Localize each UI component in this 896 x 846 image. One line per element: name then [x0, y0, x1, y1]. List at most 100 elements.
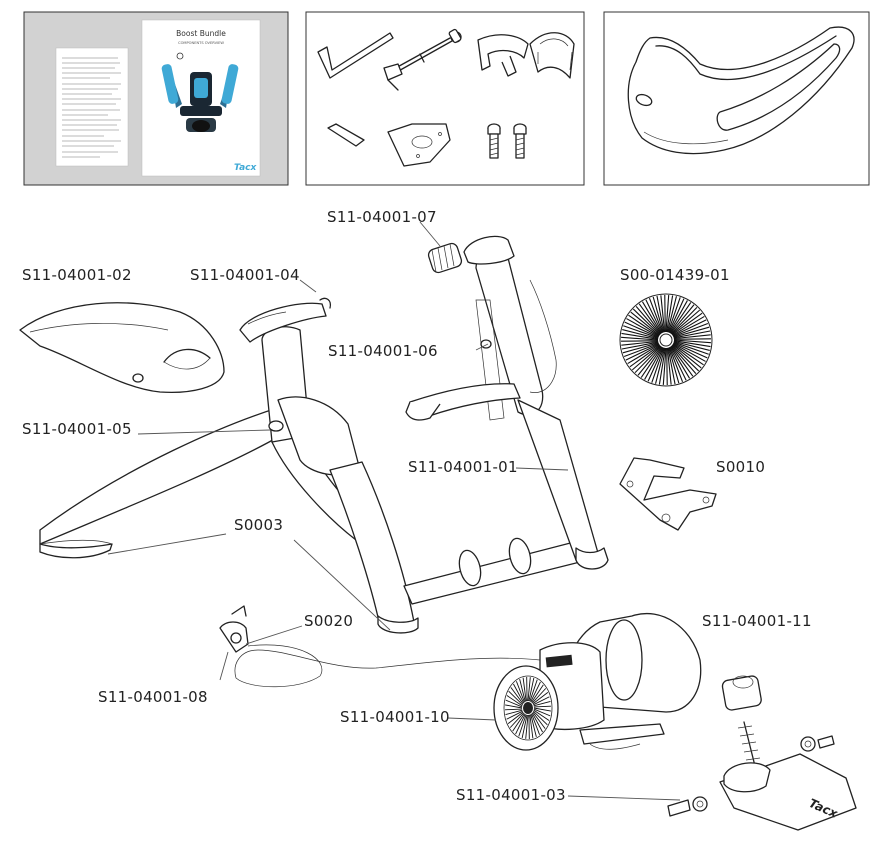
fan-spoke	[665, 295, 670, 333]
mounting-bracket	[619, 457, 717, 531]
roller-spoke	[530, 714, 537, 737]
roller-spoke	[533, 708, 551, 717]
rubber-bumper-icon	[627, 26, 855, 155]
fan-spoke	[635, 305, 661, 335]
fan-spoke	[673, 322, 709, 338]
fan-spoke	[631, 345, 661, 371]
fan-spoke	[621, 340, 659, 346]
fan-spoke	[626, 318, 660, 338]
fan-spoke	[670, 304, 695, 334]
fan-spoke	[671, 345, 697, 375]
fan-spoke	[667, 297, 681, 333]
roller-spoke	[533, 705, 551, 708]
roller-spoke	[533, 709, 550, 721]
fan-spoke	[644, 346, 664, 380]
roller-spoke	[531, 713, 541, 735]
roller-spoke	[509, 712, 525, 728]
fan-spoke	[624, 321, 659, 338]
manual-brand: Tacx	[234, 163, 257, 173]
fan-spoke	[673, 326, 710, 338]
fan-spoke	[666, 295, 674, 333]
resistance-cable	[219, 605, 597, 688]
fan-spoke	[630, 311, 660, 336]
roller-spoke	[527, 677, 531, 702]
roller-spoke	[505, 704, 523, 709]
roller-spoke	[529, 679, 538, 702]
roller-spoke	[531, 688, 547, 704]
label-s11-04001-02: S11-04001-02	[22, 266, 132, 284]
fan-spoke	[621, 340, 659, 342]
roller-spoke	[533, 696, 550, 706]
quick-release-skewer-icon	[383, 28, 462, 91]
fan-spoke	[621, 341, 659, 350]
label-s11-04001-10: S11-04001-10	[340, 708, 450, 726]
fan-spoke	[671, 344, 700, 372]
leader-lines	[107, 221, 681, 801]
roller-spoke	[531, 712, 543, 733]
fan-spoke	[623, 325, 659, 339]
adhesive-pad-icon	[327, 123, 365, 147]
roller-spoke	[506, 710, 523, 720]
roller-spoke	[513, 683, 525, 704]
fan-spoke	[668, 347, 680, 384]
fan-spoke	[664, 295, 666, 333]
roller-spoke	[518, 714, 527, 737]
fan-spoke	[658, 347, 666, 385]
fan-spoke	[669, 302, 692, 334]
fan-spoke	[629, 344, 661, 368]
label-s0003: S0003	[234, 516, 283, 534]
roller-spoke	[515, 681, 525, 703]
fan-spoke	[673, 339, 711, 344]
fan-spoke	[673, 338, 711, 340]
bolts-icon	[487, 123, 527, 159]
fan-spoke	[641, 301, 662, 334]
trainer-frame	[39, 235, 609, 634]
fan-spoke	[634, 345, 662, 374]
label-s11-04001-07: S11-04001-07	[327, 208, 437, 226]
roller-spoke	[521, 714, 528, 739]
roller-spoke	[505, 709, 523, 716]
fan-spoke	[671, 309, 701, 335]
roller-spoke	[505, 699, 523, 708]
fan-spoke	[670, 306, 698, 335]
label-s11-04001-06: S11-04001-06	[328, 342, 438, 360]
fan-spoke	[666, 296, 677, 333]
label-s11-04001-08: S11-04001-08	[98, 688, 208, 706]
fan-spoke	[652, 296, 664, 333]
roller-spoke	[533, 700, 551, 707]
cover-plate-icon	[387, 123, 451, 167]
manual-title: Boost Bundle	[176, 29, 226, 38]
fan-spoke	[668, 300, 688, 334]
fan-spoke	[621, 336, 659, 341]
fan-spoke	[638, 303, 662, 335]
allen-key-icon	[317, 32, 394, 79]
fan-spoke	[627, 344, 660, 365]
roller-spoke	[508, 690, 523, 706]
manual-back-page	[55, 47, 129, 167]
fan-spoke	[660, 295, 666, 333]
fan-spoke	[622, 342, 659, 354]
fan-spoke	[672, 342, 706, 362]
fan-spoke	[666, 347, 672, 385]
roller-spoke	[533, 710, 548, 726]
fan-spoke	[647, 347, 664, 382]
fan-spoke	[623, 342, 659, 358]
fan-spoke	[666, 347, 668, 385]
fan-spoke	[637, 346, 662, 376]
fan-spoke	[673, 334, 711, 340]
fan-spoke	[669, 346, 687, 381]
fan-blade	[619, 293, 713, 387]
fan-spoke	[645, 299, 663, 334]
label-s11-04001-04: S11-04001-04	[190, 266, 300, 284]
resistance-unit	[493, 612, 702, 751]
manual-subtitle: COMPONENTS OVERVIEW	[178, 41, 224, 45]
fan-spoke	[672, 315, 705, 336]
manual-front-page: Boost Bundle COMPONENTS OVERVIEW Tacx	[141, 19, 261, 177]
fan-spoke	[672, 343, 704, 366]
roller-spoke	[510, 687, 524, 705]
roller-spoke	[529, 714, 534, 739]
fan-spoke	[628, 314, 660, 337]
fan-spoke	[673, 340, 710, 351]
manual-panel: Boost Bundle COMPONENTS OVERVIEW Tacx	[23, 11, 289, 186]
